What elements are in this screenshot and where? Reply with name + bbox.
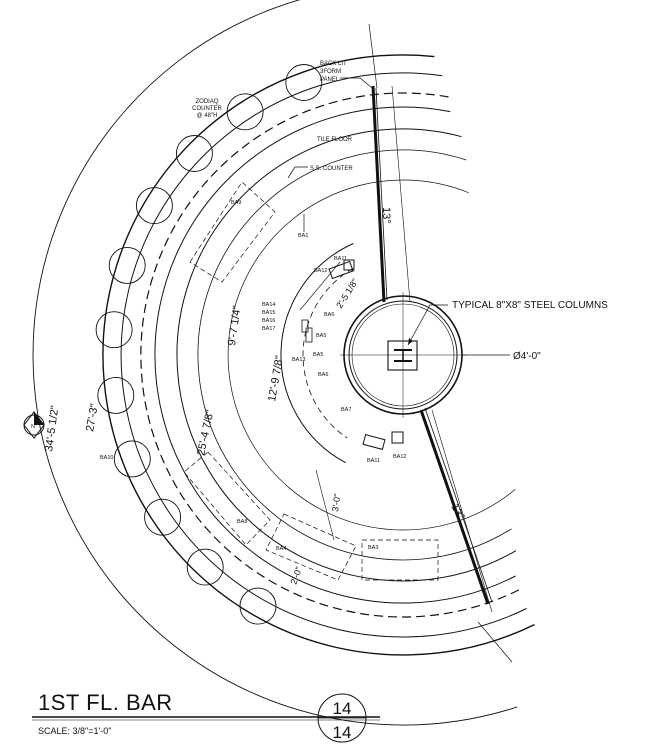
tag-ba15: BA15 [262, 310, 275, 316]
dim-2-0: 2'-0" [288, 565, 304, 585]
tag-ba10: BA10 [100, 455, 113, 461]
tag-ba9: BA9 [231, 200, 241, 206]
note-backlit-3: PANEL [320, 77, 340, 83]
note-backlit-1: BACK LIT [320, 61, 347, 67]
dim-3-0: 3'-0" [330, 493, 342, 512]
dim-line-3-0 [315, 469, 335, 541]
dim-2-5: 2'-5 1/8" [334, 277, 360, 310]
tag-ba12-top: BA12 [314, 268, 327, 274]
bar-stool-circle [239, 587, 277, 625]
tag-ba3: BA3 [368, 545, 378, 551]
bar-stool-circle [113, 440, 151, 478]
bar-stool-circle [97, 376, 135, 414]
dim-angle-top: 13° [380, 207, 392, 224]
tag-ba1: BA1 [298, 233, 308, 239]
north-label: N [31, 424, 35, 430]
island-outer [280, 243, 354, 464]
steel-column [340, 292, 466, 418]
drawing-scale: SCALE: 3/8"=1'-0" [38, 726, 111, 736]
title-block: 1ST FL. BAR SCALE: 3/8"=1'-0" 14 14 [32, 690, 380, 743]
dim-27: 27'-3" [84, 403, 101, 433]
bar-stool-circle [175, 135, 213, 172]
dim-outer-diameter: 34'-5 1/2" [43, 405, 61, 453]
backlit-panel-top [371, 85, 386, 303]
note-zodiaq-3: @ 48"H [197, 113, 218, 119]
tag-ba12-bottom: BA12 [393, 454, 406, 460]
inner-dimension-arc [227, 179, 516, 531]
bar-counter-centerline [140, 92, 523, 618]
bar-stool-circle [108, 246, 146, 284]
backlit-panel-bottom [419, 409, 490, 605]
bar-counter-back [154, 106, 516, 604]
tag-ba17: BA17 [262, 326, 275, 332]
tag-ba11-bottom: BA11 [367, 458, 380, 464]
backlit-panel-bottom-inner [424, 407, 493, 603]
tag-ba11-top: BA11 [334, 256, 347, 262]
bar-stool-circle [135, 187, 173, 225]
bar-footrail [120, 72, 527, 638]
dim-extension-top [368, 23, 378, 89]
dim-line-bottom [431, 409, 493, 613]
note-zodiaq-1: ZODIAQ [195, 99, 218, 105]
tag-ba5-top: BA5 [316, 333, 326, 339]
sheet-number-top: 14 [333, 699, 352, 718]
dim-extension-bottom [477, 621, 513, 663]
dim-line-2-5 [299, 261, 341, 311]
tag-ba13: BA13 [292, 357, 305, 363]
note-tile-floor: TILE FLOOR [317, 137, 353, 143]
north-arrow-icon: N [23, 411, 45, 439]
note-zodiaq-2: COUNTER [192, 106, 222, 112]
outer-dimension-arc [32, 0, 518, 726]
drawing-title: 1ST FL. BAR [38, 690, 173, 715]
note-backlit-2: 3FORM [320, 69, 341, 75]
tag-ba5-bottom: BA5 [313, 352, 323, 358]
tag-ba6-bottom: BA6 [318, 372, 328, 378]
tag-ba14: BA14 [262, 302, 275, 308]
sheet-number-bottom: 14 [333, 723, 352, 742]
tag-ba7: BA7 [341, 407, 351, 413]
tag-ba4: BA4 [276, 546, 286, 552]
equipment-outlines [183, 181, 439, 581]
note-ss-counter: S.S. COUNTER [310, 166, 353, 172]
bar-stool-circle [144, 498, 182, 536]
tag-ba16: BA16 [262, 318, 275, 324]
bar-front-edge [102, 54, 535, 656]
dim-line-top [391, 85, 411, 303]
bar-stool-circle [285, 64, 323, 101]
bar-stool-circle [95, 311, 133, 349]
tag-ba8: BA8 [237, 519, 247, 525]
bar-stool-circle [226, 93, 264, 131]
backlit-panel-top-inner [375, 87, 388, 301]
island-inner [302, 268, 354, 439]
note-typical-columns: TYPICAL 8"X8" STEEL COLUMNS [452, 300, 608, 311]
back-counter-back [197, 149, 512, 561]
bar-stool-circle [186, 548, 224, 586]
bar-stools [301, 259, 404, 451]
dim-9: 9'-7 1/4" [226, 305, 243, 347]
tag-ba6-top: BA6 [324, 312, 334, 318]
dim-column-diameter: Ø4'-0" [513, 351, 541, 362]
